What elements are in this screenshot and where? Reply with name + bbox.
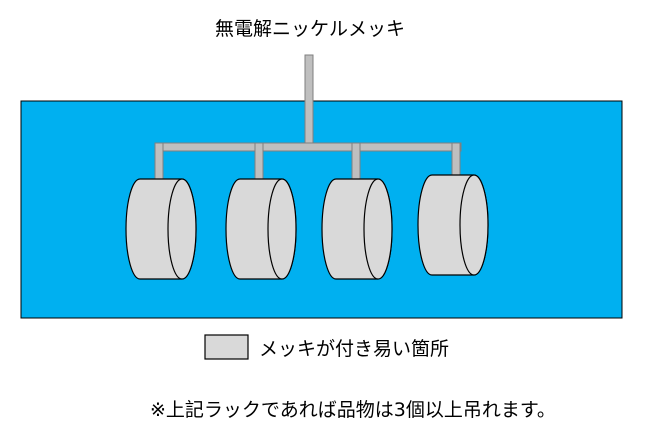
- plated-part-1: [125, 178, 197, 280]
- legend-swatch: [204, 334, 249, 360]
- rack-rod-1: [154, 142, 164, 180]
- plating-bath: [20, 100, 623, 319]
- plated-part-4: [417, 174, 489, 276]
- diagram-title: 無電解ニッケルメッキ: [214, 18, 405, 40]
- plated-part-2: [225, 178, 297, 280]
- footnote: ※上記ラックであれば品物は3個以上吊れます。: [150, 399, 556, 421]
- rack-hanger: [304, 54, 314, 150]
- rack-rod-2: [254, 142, 264, 180]
- legend-label: メッキが付き易い箇所: [259, 338, 450, 360]
- rack-rod-4: [451, 142, 461, 180]
- rack-rod-3: [351, 142, 361, 180]
- rack-crossbar: [154, 142, 462, 152]
- plated-part-3: [321, 178, 393, 280]
